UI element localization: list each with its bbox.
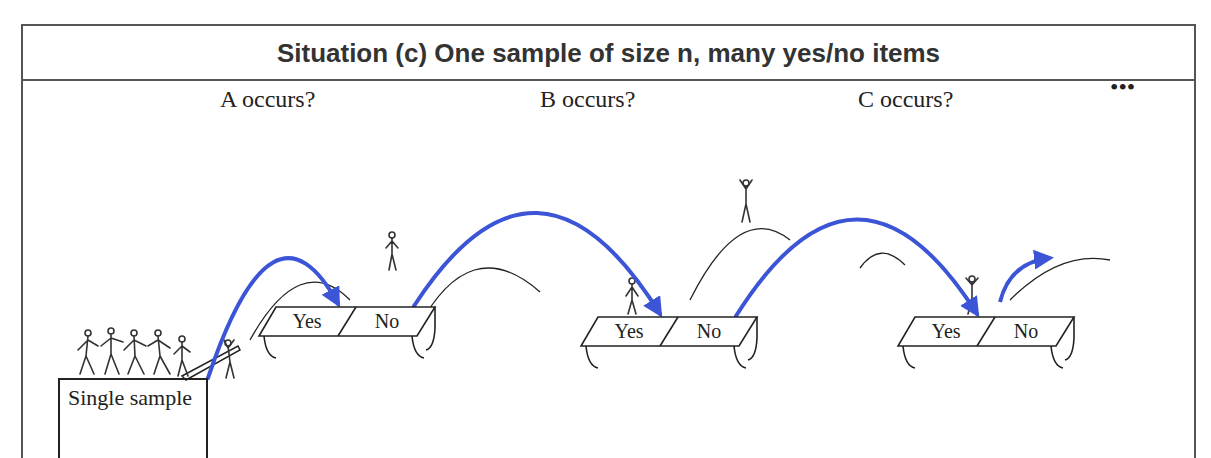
header-divider (22, 79, 1195, 81)
jump-arrow (736, 219, 977, 316)
yes-label: Yes (614, 320, 643, 343)
frame (22, 25, 1195, 458)
no-label: No (1014, 320, 1038, 343)
question-label: B occurs? (540, 86, 635, 113)
question-label: A occurs? (220, 86, 315, 113)
platform-cell: No (986, 316, 1066, 346)
question-label: C occurs? (858, 86, 953, 113)
diagram-title: Situation (c) One sample of size n, many… (24, 27, 1193, 79)
no-label: No (375, 310, 399, 333)
platform-label: Single sample (68, 385, 192, 410)
platform-cell: Yes (906, 316, 986, 346)
platform-cell: No (669, 316, 749, 346)
platform-outline (580, 316, 758, 372)
sample-platform: Single sample (58, 378, 208, 458)
platform-outline (258, 306, 436, 362)
platform-outline (897, 316, 1075, 372)
platform-cell: No (347, 306, 427, 336)
platform-cell: Yes (589, 316, 669, 346)
yes-label: Yes (292, 310, 321, 333)
stick-figures (78, 180, 978, 378)
yes-no-platform: Yes No (580, 316, 758, 346)
continue-arrow (1000, 258, 1050, 302)
yes-no-platform: Yes No (897, 316, 1075, 346)
platform-cell: Yes (267, 306, 347, 336)
yes-no-platform: Yes No (258, 306, 436, 336)
no-label: No (697, 320, 721, 343)
jump-arrow (414, 213, 660, 314)
yes-label: Yes (931, 320, 960, 343)
question-label: ••• (1110, 74, 1135, 101)
